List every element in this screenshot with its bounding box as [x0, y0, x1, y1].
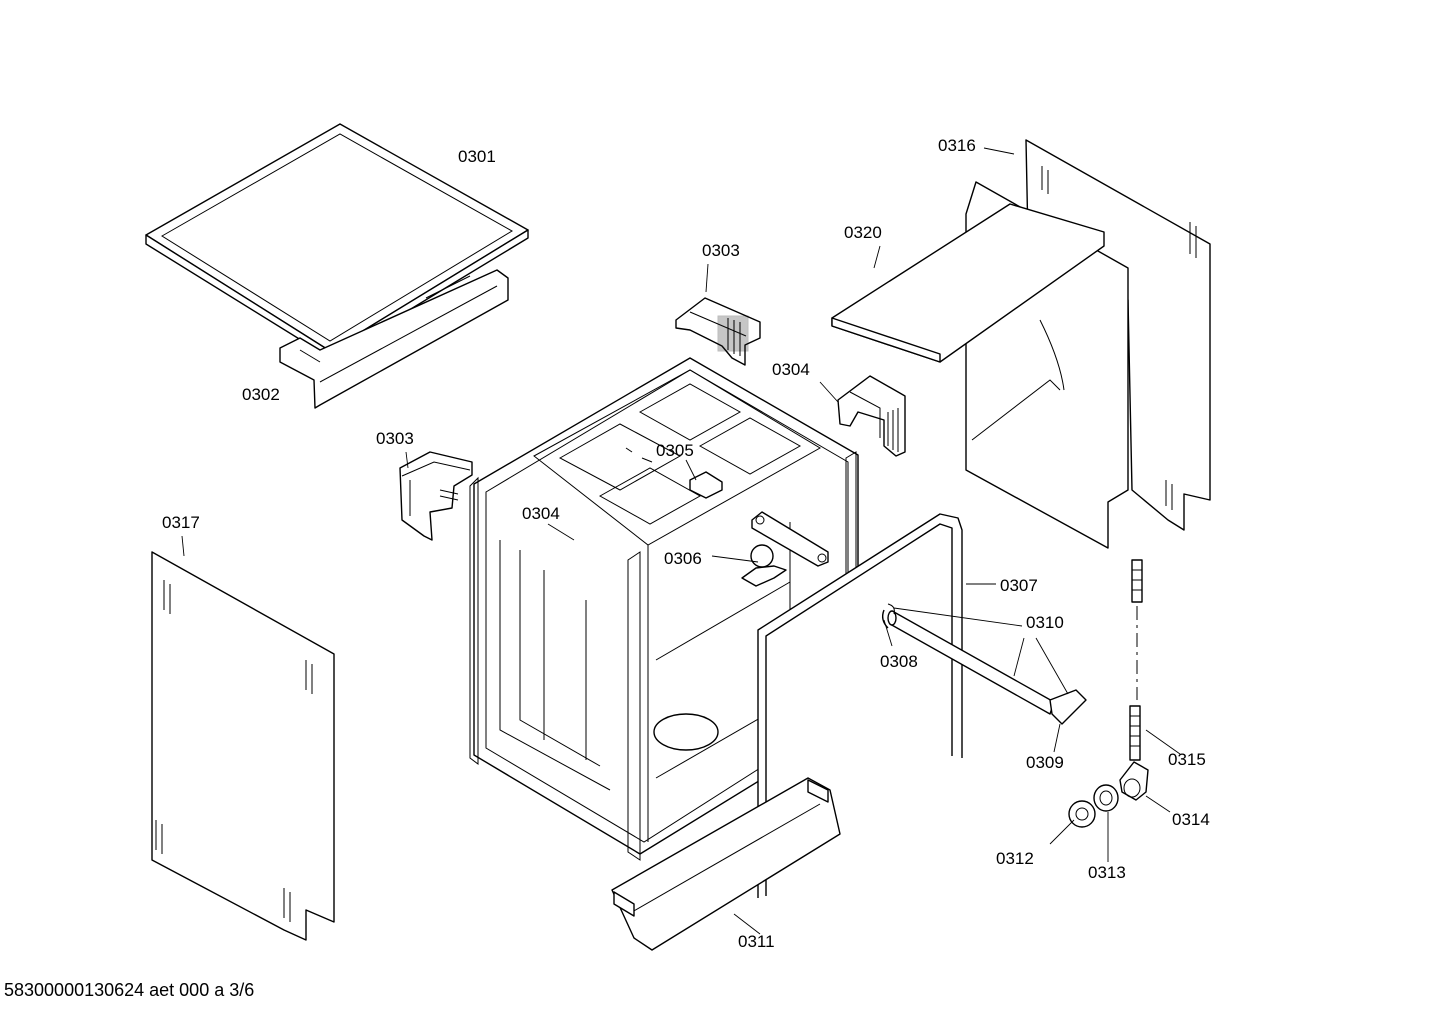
label-0301: 0301 [458, 147, 496, 166]
drain-parts [1068, 559, 1149, 828]
label-0303-upper: 0303 [702, 241, 740, 260]
tub-latch-part [625, 447, 723, 499]
label-0305: 0305 [656, 441, 694, 460]
label-0314: 0314 [1172, 810, 1210, 829]
side-panel-left-part [151, 551, 335, 941]
label-0315: 0315 [1168, 750, 1206, 769]
label-0310: 0310 [1026, 613, 1064, 632]
part-labels: 0301 0302 0303 0303 0304 0304 0305 0306 … [162, 136, 1210, 951]
base-strip-part [611, 777, 841, 951]
drawing-reference-footer: 58300000130624 aet 000 a 3/6 [4, 980, 255, 1000]
mounting-bracket-right-part [837, 375, 906, 457]
label-0307: 0307 [1000, 576, 1038, 595]
label-0302: 0302 [242, 385, 280, 404]
label-0313: 0313 [1088, 863, 1126, 882]
mounting-clip-left-part [399, 451, 473, 541]
spray-tube-part [881, 603, 1087, 725]
label-0306: 0306 [664, 549, 702, 568]
label-0308: 0308 [880, 652, 918, 671]
label-0309: 0309 [1026, 753, 1064, 772]
label-0316: 0316 [938, 136, 976, 155]
label-0320: 0320 [844, 223, 882, 242]
label-0317: 0317 [162, 513, 200, 532]
label-0304-right: 0304 [772, 360, 810, 379]
rear-shelf-part [831, 203, 1105, 363]
label-0303-left: 0303 [376, 429, 414, 448]
label-0312: 0312 [996, 849, 1034, 868]
label-0311: 0311 [738, 932, 775, 951]
worktop-rail-part [279, 269, 509, 409]
leader-lines [181, 147, 1181, 935]
label-0304-inner: 0304 [522, 504, 560, 523]
mounting-clip-upper-part [675, 297, 761, 366]
